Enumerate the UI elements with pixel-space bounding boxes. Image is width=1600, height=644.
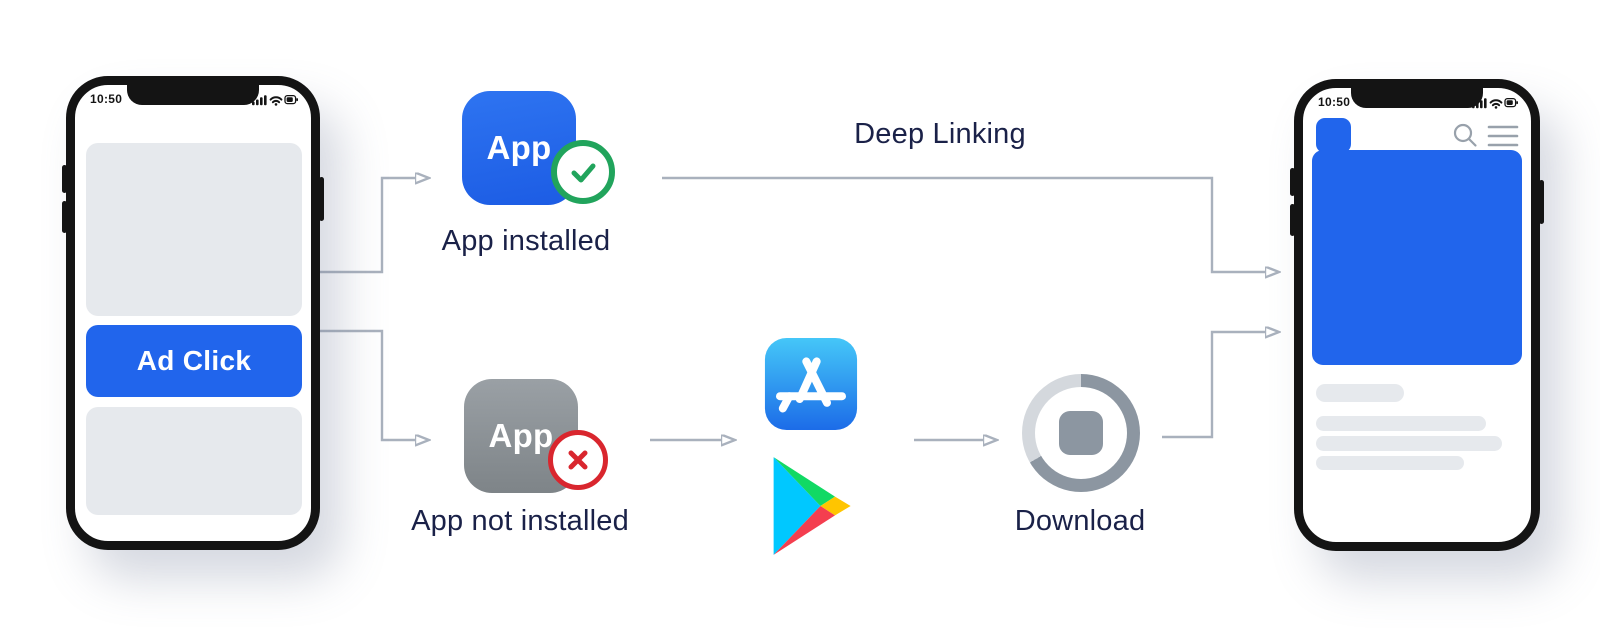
phone-notch: [1351, 87, 1483, 108]
ad-placeholder-top: [86, 143, 302, 316]
status-bar: 10:50: [90, 92, 298, 106]
status-time: 10:50: [1318, 95, 1351, 109]
deep-linking-label: Deep Linking: [854, 118, 1026, 150]
battery-icon: [284, 94, 298, 104]
text-placeholder-line: [1316, 416, 1486, 431]
user-phone: 10:50: [1290, 79, 1544, 551]
power-button: [319, 177, 324, 221]
wifi-icon: [269, 95, 283, 106]
status-icons: [252, 94, 298, 106]
check-badge: [551, 140, 615, 204]
arrow-deep-linking: [662, 176, 1266, 272]
phone-notch: [127, 84, 259, 105]
hero-banner: [1312, 150, 1522, 365]
volume-up-button: [62, 165, 67, 193]
app-not-installed-caption: App not installed: [411, 505, 629, 537]
stop-square-icon: [1059, 411, 1103, 455]
text-placeholder-line: [1316, 456, 1464, 470]
download-progress-icon: [1022, 374, 1140, 492]
app-installed-caption: App installed: [441, 225, 611, 257]
download-caption: Download: [1014, 505, 1146, 537]
advertiser-phone: 10:50 A: [62, 76, 324, 550]
cross-icon: [568, 450, 588, 470]
signal-icon: [252, 94, 267, 105]
menu-icon[interactable]: [1487, 124, 1519, 148]
volume-down-button: [1290, 204, 1295, 236]
wifi-icon: [1489, 98, 1503, 109]
battery-icon: [1504, 97, 1518, 107]
check-icon: [571, 163, 596, 183]
status-time: 10:50: [90, 92, 123, 106]
arrow-download-to-app: [1162, 332, 1266, 439]
text-placeholder-line: [1316, 384, 1404, 402]
volume-down-button: [62, 201, 67, 233]
text-placeholder-line: [1316, 436, 1502, 451]
status-bar: 10:50: [1318, 95, 1518, 109]
google-play-icon[interactable]: [757, 450, 861, 562]
search-icon[interactable]: [1451, 121, 1479, 149]
status-icons: [1472, 97, 1518, 109]
arrow-adclick-to-not-installed: [308, 329, 416, 440]
app-store-icon[interactable]: [764, 337, 858, 431]
power-button: [1539, 180, 1544, 224]
signal-icon: [1472, 97, 1487, 108]
app-logo: [1316, 118, 1351, 153]
cross-badge: [548, 430, 608, 490]
volume-up-button: [1290, 168, 1295, 196]
ad-placeholder-bottom: [86, 407, 302, 515]
ad-click-button[interactable]: Ad Click: [86, 325, 302, 397]
